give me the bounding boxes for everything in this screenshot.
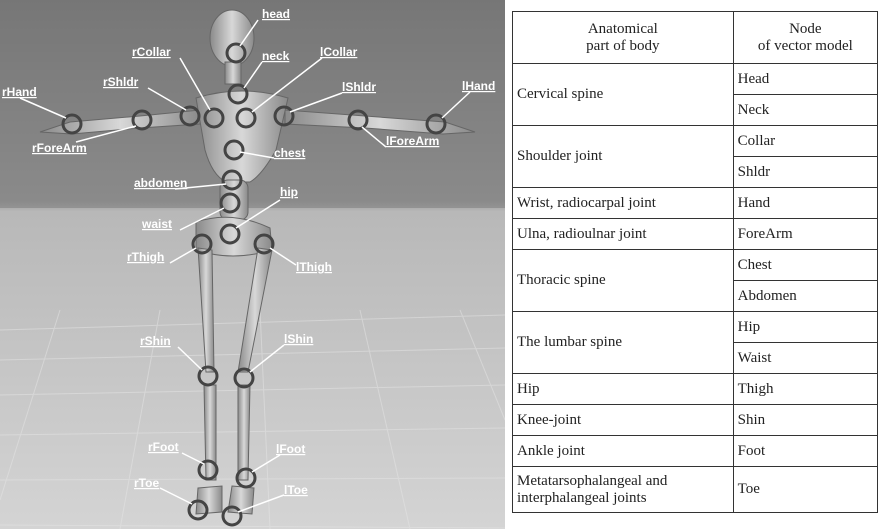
header-node: Node of vector model bbox=[733, 12, 877, 64]
label-ltoe: lToe bbox=[284, 483, 308, 497]
cell-node: Hip bbox=[733, 312, 877, 343]
label-lthigh: lThigh bbox=[296, 260, 332, 274]
header-col1-line2: part of body bbox=[515, 38, 731, 55]
label-chest: chest bbox=[274, 146, 305, 160]
cell-anatomical-part: Cervical spine bbox=[513, 64, 734, 126]
cell-node: Abdomen bbox=[733, 281, 877, 312]
skeleton-diagram: head neck rCollar lCollar rShldr lShldr … bbox=[0, 0, 505, 529]
label-abdomen: abdomen bbox=[134, 176, 187, 190]
cell-node: Shldr bbox=[733, 157, 877, 188]
label-waist: waist bbox=[141, 217, 172, 231]
cell-anatomical-part: The lumbar spine bbox=[513, 312, 734, 374]
label-rtoe: rToe bbox=[134, 476, 159, 490]
cell-node: Chest bbox=[733, 250, 877, 281]
label-rfoot: rFoot bbox=[148, 440, 179, 454]
table-header-row: Anatomical part of body Node of vector m… bbox=[513, 12, 878, 64]
cell-anatomical-part: Wrist, radiocarpal joint bbox=[513, 188, 734, 219]
cell-anatomical-part: Thoracic spine bbox=[513, 250, 734, 312]
header-anatomical-part: Anatomical part of body bbox=[513, 12, 734, 64]
label-rshin: rShin bbox=[140, 334, 171, 348]
cell-node: Thigh bbox=[733, 374, 877, 405]
label-lforearm: lForeArm bbox=[386, 134, 439, 148]
cell-node: Waist bbox=[733, 343, 877, 374]
header-col2-line1: Node bbox=[736, 21, 875, 38]
cell-node: Hand bbox=[733, 188, 877, 219]
label-lshldr: lShldr bbox=[342, 80, 376, 94]
label-rshldr: rShldr bbox=[103, 75, 139, 89]
cell-node: Toe bbox=[733, 467, 877, 513]
table-row: Metatarsophalangeal and interphalangeal … bbox=[513, 467, 878, 513]
label-rthigh: rThigh bbox=[127, 250, 164, 264]
cell-node: Collar bbox=[733, 126, 877, 157]
correspondence-table: Anatomical part of body Node of vector m… bbox=[512, 11, 878, 513]
cell-anatomical-part: Shoulder joint bbox=[513, 126, 734, 188]
cell-anatomical-part: Hip bbox=[513, 374, 734, 405]
label-rhand: rHand bbox=[2, 85, 37, 99]
label-hip: hip bbox=[280, 185, 298, 199]
cell-node: Shin bbox=[733, 405, 877, 436]
cell-anatomical-part: Metatarsophalangeal and interphalangeal … bbox=[513, 467, 734, 513]
cell-node: Neck bbox=[733, 95, 877, 126]
cell-node: ForeArm bbox=[733, 219, 877, 250]
cell-node: Foot bbox=[733, 436, 877, 467]
label-lfoot: lFoot bbox=[276, 442, 305, 456]
label-lhand: lHand bbox=[462, 79, 495, 93]
label-rcollar: rCollar bbox=[132, 45, 171, 59]
cell-anatomical-part: Ulna, radioulnar joint bbox=[513, 219, 734, 250]
header-col2-line2: of vector model bbox=[736, 38, 875, 55]
label-neck: neck bbox=[262, 49, 290, 63]
header-col1-line1: Anatomical bbox=[515, 21, 731, 38]
label-head: head bbox=[262, 7, 290, 21]
label-rforearm: rForeArm bbox=[32, 141, 87, 155]
cell-anatomical-part: Ankle joint bbox=[513, 436, 734, 467]
label-lshin: lShin bbox=[284, 332, 313, 346]
cell-anatomical-part: Knee-joint bbox=[513, 405, 734, 436]
correspondence-table-container: Anatomical part of body Node of vector m… bbox=[512, 11, 878, 513]
skeleton-figure: head neck rCollar lCollar rShldr lShldr … bbox=[0, 0, 505, 529]
cell-node: Head bbox=[733, 64, 877, 95]
label-lcollar: lCollar bbox=[320, 45, 358, 59]
